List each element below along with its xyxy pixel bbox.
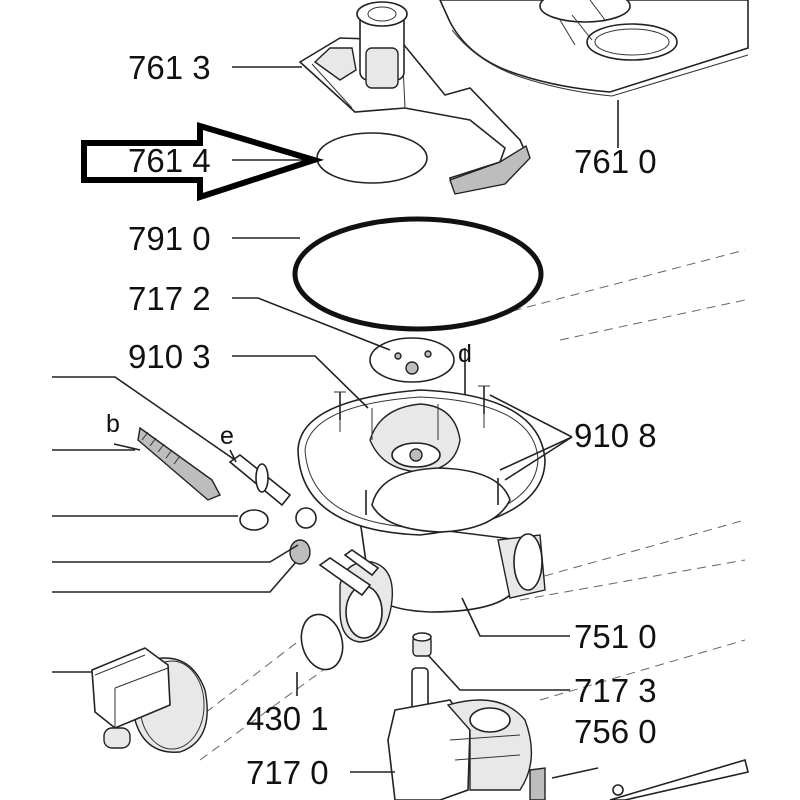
- part-screws-910-8: [334, 385, 499, 515]
- part-tube: [318, 549, 380, 597]
- callout-910-3: 910 3: [128, 338, 211, 375]
- part-valve-717-0: [387, 667, 546, 800]
- part-oring-791-0: [292, 216, 544, 332]
- part-spring-small: [289, 539, 311, 565]
- leader-lines: [52, 66, 619, 779]
- part-hose: [609, 758, 749, 800]
- part-sump-housing-751-0: [297, 389, 546, 643]
- hollow-arrow-icon: [81, 121, 325, 202]
- part-gasket-761-4: [316, 132, 428, 184]
- letter-b: b: [106, 410, 120, 438]
- part-pump-motor: [91, 647, 208, 753]
- callout-751-0: 751 0: [574, 618, 657, 655]
- callout-910-8: 910 8: [574, 417, 657, 454]
- part-spring-rod-b: [137, 426, 221, 501]
- callout-791-0: 791 0: [128, 220, 211, 257]
- part-plunger-717-3: [412, 632, 432, 657]
- part-bracket-761-3: [298, 1, 531, 195]
- letter-e: e: [220, 422, 234, 450]
- callout-labels: 761 3 761 4 761 0 791 0 717 2 910 3 910 …: [106, 49, 657, 791]
- callout-717-0: 717 0: [246, 754, 329, 791]
- part-pin-e: [228, 454, 292, 507]
- callout-717-2: 717 2: [128, 280, 211, 317]
- callout-430-1: 430 1: [246, 700, 329, 737]
- part-seal-430-1: [300, 613, 344, 671]
- part-clip: [239, 507, 317, 531]
- callout-756-0: 756 0: [574, 713, 657, 750]
- callout-761-3: 761 3: [128, 49, 211, 86]
- letter-d: d: [458, 340, 472, 368]
- assembly-guide-lines: [169, 249, 746, 761]
- callout-761-0: 761 0: [574, 143, 657, 180]
- callout-761-4: 761 4: [128, 142, 211, 179]
- part-tray-761-0: [439, 0, 749, 97]
- callout-717-3: 717 3: [574, 672, 657, 709]
- part-disc-717-2: [369, 337, 455, 383]
